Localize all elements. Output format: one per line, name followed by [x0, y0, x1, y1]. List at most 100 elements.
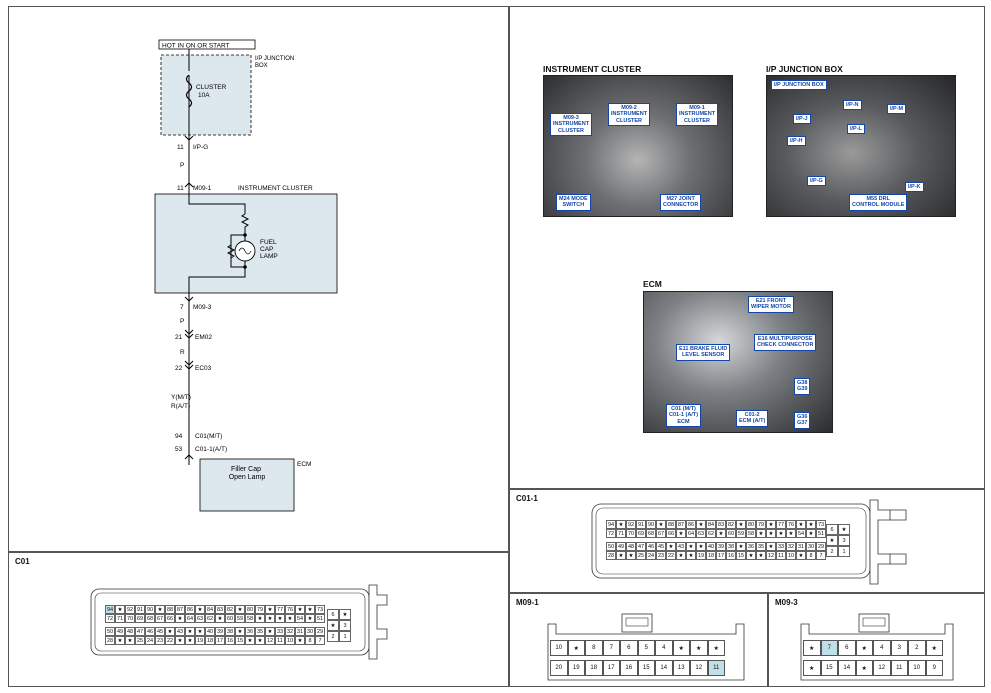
connector-pin: 39 [215, 627, 225, 636]
connector-pin: 33 [776, 542, 786, 551]
photo-cluster-title: INSTRUMENT CLUSTER [543, 64, 642, 74]
connector-pin: 32 [285, 627, 295, 636]
connector-pin: 15 [820, 660, 838, 676]
connector-pin: ★ [686, 542, 696, 551]
power-source-box [158, 39, 256, 50]
m091-lock-tab-inner [625, 617, 649, 627]
photo-label: E21 FRONT WIPER MOTOR [748, 296, 794, 313]
connector-pin: 47 [135, 627, 145, 636]
connector-pin: ★ [766, 529, 776, 538]
connector-pin: 69 [636, 529, 646, 538]
connector-pin: ★ [285, 614, 295, 623]
connector-pin: 14 [838, 660, 856, 676]
connector-pin: ★ [265, 605, 275, 614]
photos-panel: INSTRUMENT CLUSTER M09-3 INSTRUMENT CLUS… [509, 6, 985, 489]
connector-pin: ★ [690, 640, 708, 656]
connector-pin: ★ [265, 627, 275, 636]
connector-pin: 18 [585, 660, 603, 676]
connector-pin: ★ [115, 605, 125, 614]
pin-em02-num: 21 [175, 334, 183, 341]
pin-m093: M09-3 [193, 304, 212, 311]
connector-pin: 79 [255, 605, 265, 614]
connector-pin: 17 [215, 636, 225, 645]
connector-pin: ★ [736, 520, 746, 529]
connector-pin: 7 [820, 640, 838, 656]
connector-pin: ★ [796, 520, 806, 529]
connector-side-pin: 1 [838, 546, 850, 557]
pin-c011: C01-1(A/T) [195, 446, 227, 453]
connector-pin: 68 [145, 614, 155, 623]
connector-side-pin: ★ [339, 609, 351, 620]
connector-pin: 25 [636, 551, 646, 560]
connector-pin: 11 [707, 660, 725, 676]
connector-pin: 38 [726, 542, 736, 551]
schematic-diagram: HOT IN ON OR START I/P JUNCTION BOX CLUS… [154, 39, 338, 512]
connector-pin: 70 [626, 529, 636, 538]
connector-pin: 45 [155, 627, 165, 636]
connector-pin: 82 [225, 605, 235, 614]
connector-pin: 50 [606, 542, 616, 551]
connector-pin: 60 [225, 614, 235, 623]
pin-em02: EM02 [195, 334, 212, 341]
photo-label: M55 DRL CONTROL MODULE [849, 194, 908, 211]
connector-pin: ★ [746, 551, 756, 560]
c01-title: C01 [15, 557, 30, 566]
connector-pin: ★ [175, 636, 185, 645]
connector-pin: 24 [145, 636, 155, 645]
connector-pin: 39 [716, 542, 726, 551]
fuse-symbol [185, 74, 193, 108]
c011-title: C01-1 [516, 494, 538, 503]
connector-pin: 94 [606, 520, 616, 529]
connector-pin: ★ [855, 660, 873, 676]
connector-pin: 64 [185, 614, 195, 623]
lamp-filament [238, 247, 252, 255]
photo-ecm-title: ECM [643, 279, 662, 289]
connector-pin: 7 [816, 551, 826, 560]
connector-pin: 70 [125, 614, 135, 623]
cluster-internal-wire-out [188, 267, 246, 293]
photo-label: G36 G37 [794, 412, 811, 429]
connector-pin: 66 [165, 614, 175, 623]
connector-arrow-c01 [184, 454, 194, 460]
ecm-box-label-line2: Open Lamp [229, 474, 266, 481]
connector-pin: ★ [115, 636, 125, 645]
connector-pin: 90 [145, 605, 155, 614]
connector-pin: 3 [890, 640, 908, 656]
connector-pin: ★ [215, 614, 225, 623]
connector-pin: 82 [726, 520, 736, 529]
connector-pin: 36 [245, 627, 255, 636]
connector-pin: 58 [245, 614, 255, 623]
connector-pin: 76 [285, 605, 295, 614]
connector-pin: ★ [806, 520, 816, 529]
connector-pin: ★ [275, 614, 285, 623]
fuse-name: CLUSTER [196, 84, 227, 91]
connector-pin: ★ [803, 640, 821, 656]
connector-pin: 11 [275, 636, 285, 645]
junction-box [160, 54, 252, 136]
connector-pin: ★ [707, 640, 725, 656]
connector-pin: 15 [637, 660, 655, 676]
wire3-color: R [180, 349, 185, 356]
connector-pin: ★ [796, 551, 806, 560]
connector-pin: 51 [816, 529, 826, 538]
connector-pin: 22 [165, 636, 175, 645]
pin-ipg: I/P-G [193, 144, 208, 151]
connector-pin: 58 [746, 529, 756, 538]
connector-pin: 67 [155, 614, 165, 623]
connector-pin: 6 [838, 640, 856, 656]
connector-pin: 54 [295, 614, 305, 623]
connector-pin: 17 [602, 660, 620, 676]
connector-arrow-m093 [184, 296, 194, 302]
connector-pin: 63 [696, 529, 706, 538]
photo-instrument-cluster: M09-3 INSTRUMENT CLUSTER M09-2 INSTRUMEN… [543, 75, 733, 217]
photo-label: I/P-K [905, 182, 924, 193]
photo-label: E11 BRAKE FLUID LEVEL SENSOR [676, 344, 731, 361]
photo-label: C01-2 ECM (A/T) [736, 410, 769, 427]
photo-label: E16 MULTIPURPOSE CHECK CONNECTOR [754, 334, 817, 351]
connector-pin: ★ [855, 640, 873, 656]
connector-pin: 71 [115, 614, 125, 623]
lamp-label-line1: FUEL [260, 239, 277, 246]
